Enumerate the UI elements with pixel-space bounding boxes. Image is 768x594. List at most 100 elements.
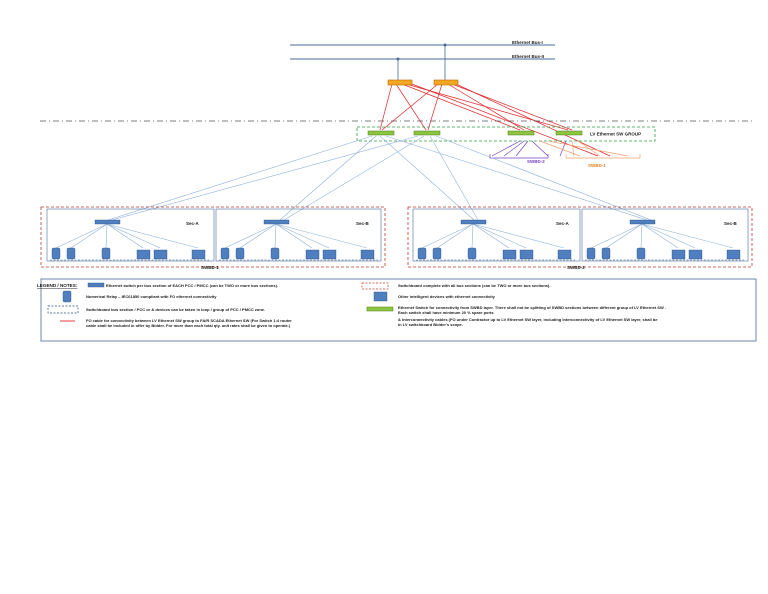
scada-switch-1: [387, 79, 413, 86]
section-link: [274, 223, 277, 249]
section-link: [275, 223, 313, 249]
ethernet-bus-1-label: Ethernet Bus-I: [512, 40, 543, 45]
numerical-relay: [432, 247, 442, 260]
legend-swbd-text: Switchboard complete with all bus sectio…: [398, 283, 550, 288]
swbd-1-sec-b-label: Sec-B: [356, 221, 370, 226]
section-link: [472, 223, 565, 249]
section-link: [590, 223, 643, 249]
legend-fo-text-2: cable shall be included in offer by Bidd…: [86, 323, 291, 328]
section-devices: [50, 219, 744, 261]
numerical-relay: [270, 247, 280, 260]
lv-ethernet-sw-group-label: LV Ethernet SW GROUP: [590, 132, 641, 137]
loop-legend-icon: [47, 305, 79, 314]
legend-title: LEGEND / NOTES:: [37, 283, 78, 288]
section-link: [106, 223, 161, 249]
section-ethernet-switch: [629, 219, 656, 225]
legend-relay-text: Numerical Relay – IEC61850 compliant wit…: [86, 294, 217, 299]
bus-tap-node: [396, 57, 400, 61]
intelligent-device: [688, 249, 703, 260]
intelligent-device: [671, 249, 686, 260]
lv-ethernet-switches: [367, 130, 583, 136]
section-ethernet-switch: [263, 219, 290, 225]
section-link: [105, 223, 108, 249]
numerical-relay: [51, 247, 61, 260]
intelligent-device: [305, 249, 320, 260]
intelligent-device: [557, 249, 572, 260]
section-link: [641, 223, 679, 249]
section-link: [640, 223, 643, 249]
relay-legend-icon: [62, 290, 72, 303]
intelligent-device: [519, 249, 534, 260]
swbd-callouts: [489, 140, 641, 159]
section-link: [239, 223, 277, 249]
numerical-relay: [636, 247, 646, 260]
legend-ied-text: Other intelligent devices with ethernet …: [398, 294, 496, 299]
numerical-relay: [66, 247, 76, 260]
swbd-1-box: [40, 206, 386, 268]
legend-green-text-1: Ethernet Switch for connectivity from SW…: [398, 305, 666, 310]
legend-green-text-2: Each switch shall have minimum 20 % spar…: [398, 310, 494, 315]
numerical-relay: [101, 247, 111, 260]
swbd-2-box: [407, 206, 753, 268]
swbd-2-sec-a-box: [412, 208, 581, 262]
numerical-relay: [601, 247, 611, 260]
section-link: [472, 223, 527, 249]
swbd-1-label: SWBD-1: [201, 265, 219, 270]
section-link: [275, 223, 330, 249]
swbd-legend-icon: [361, 282, 389, 290]
lv-switch-1: [367, 130, 395, 136]
legend: LEGEND / NOTES: Ethernet switch per bus …: [37, 278, 757, 342]
scada-switch-2: [433, 79, 459, 86]
legend-loop-text: Switchboard bus section / PCC or & devic…: [86, 307, 265, 312]
intelligent-device: [153, 249, 168, 260]
numerical-relay: [220, 247, 230, 260]
intelligent-device: [136, 249, 151, 260]
section-link: [55, 223, 108, 249]
intelligent-device: [191, 249, 206, 260]
legend-lan-text-2: in LV switchboard Bidder's scope.: [398, 322, 463, 327]
intelligent-device: [322, 249, 337, 260]
swbd-1-callout-label: SWBD-1: [588, 163, 606, 168]
ethernet-bus-2-label: Ethernet Bus-II: [512, 54, 544, 59]
lv-switch-2: [413, 130, 441, 136]
numerical-relay: [235, 247, 245, 260]
section-link: [275, 223, 368, 249]
lv-to-section-links: [107, 135, 652, 221]
section-link: [471, 223, 474, 249]
section-link: [421, 223, 474, 249]
section-ethernet-switch: [94, 219, 121, 225]
swbd-1-sec-a-box: [46, 208, 215, 262]
legend-sw-text: Ethernet switch per bus section of EACH …: [106, 283, 278, 288]
bus-tap-node: [443, 43, 447, 47]
lv-switch-3: [507, 130, 535, 136]
section-ethernet-switch: [460, 219, 487, 225]
lv-switch-legend-icon: [366, 306, 394, 312]
swbd-2-sec-a-label: Sec-A: [556, 221, 570, 226]
intelligent-device: [726, 249, 741, 260]
swbd-2-label: SWBD-2: [567, 265, 585, 270]
section-link: [70, 223, 108, 249]
section-link: [641, 223, 734, 249]
section-link: [605, 223, 643, 249]
section-link: [224, 223, 277, 249]
numerical-relay: [586, 247, 596, 260]
intelligent-device: [502, 249, 517, 260]
ethernet-bus-lines: Ethernet Bus-I Ethernet Bus-II: [290, 40, 555, 80]
numerical-relay: [417, 247, 427, 260]
section-link: [641, 223, 696, 249]
swbd-2-sec-b-label: Sec-B: [724, 221, 738, 226]
lv-ethernet-sw-group-box: [356, 126, 656, 142]
lv-switch-4: [555, 130, 583, 136]
fo-red-links: [379, 83, 611, 157]
numerical-relay: [467, 247, 477, 260]
section-link: [106, 223, 144, 249]
section-link: [436, 223, 474, 249]
ethernet-switch-legend-icon: [87, 282, 105, 288]
legend-fo-text-1: FO cable for connectivity between LV Eth…: [86, 318, 292, 323]
section-link: [472, 223, 510, 249]
swbd-1-sec-a-label: Sec-A: [186, 221, 200, 226]
swbd-2-callout-label: SWBD-2: [527, 159, 545, 164]
intelligent-device: [360, 249, 375, 260]
ied-legend-icon: [373, 291, 388, 302]
